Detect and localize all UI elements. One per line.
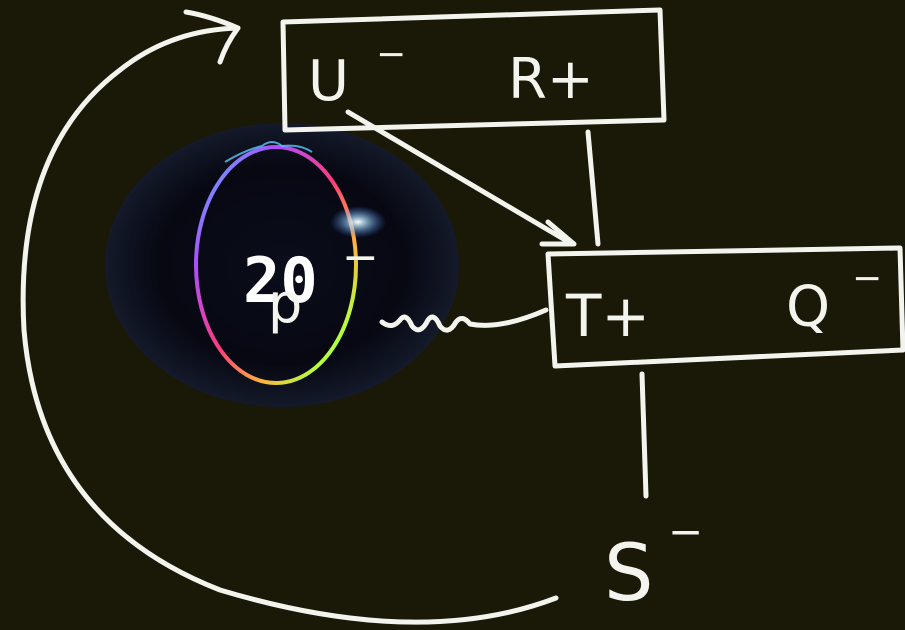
box-top-left-label: U xyxy=(308,49,349,114)
box-bottom-left-label: T+ xyxy=(565,282,650,350)
badge-letter: p xyxy=(268,272,302,335)
box-bottom-right-label: Q xyxy=(786,275,830,340)
connector-vertical-top xyxy=(588,132,598,244)
badge-graphic: 20 p − xyxy=(105,123,459,407)
box-top-left-sign: − xyxy=(376,34,406,75)
box-bottom-right-sign: − xyxy=(852,258,882,299)
node-s: S − xyxy=(604,507,703,619)
node-s-sign: − xyxy=(668,507,703,556)
arrowhead-u-to-t xyxy=(542,222,574,244)
box-top: U − R+ xyxy=(283,10,664,130)
node-s-label: S xyxy=(604,529,654,619)
return-arrowhead xyxy=(186,12,238,62)
badge-sign: − xyxy=(342,232,379,283)
box-top-right-label: R+ xyxy=(508,47,594,112)
box-bottom: T+ Q − xyxy=(548,248,903,366)
connector-vertical-bottom xyxy=(642,374,646,496)
